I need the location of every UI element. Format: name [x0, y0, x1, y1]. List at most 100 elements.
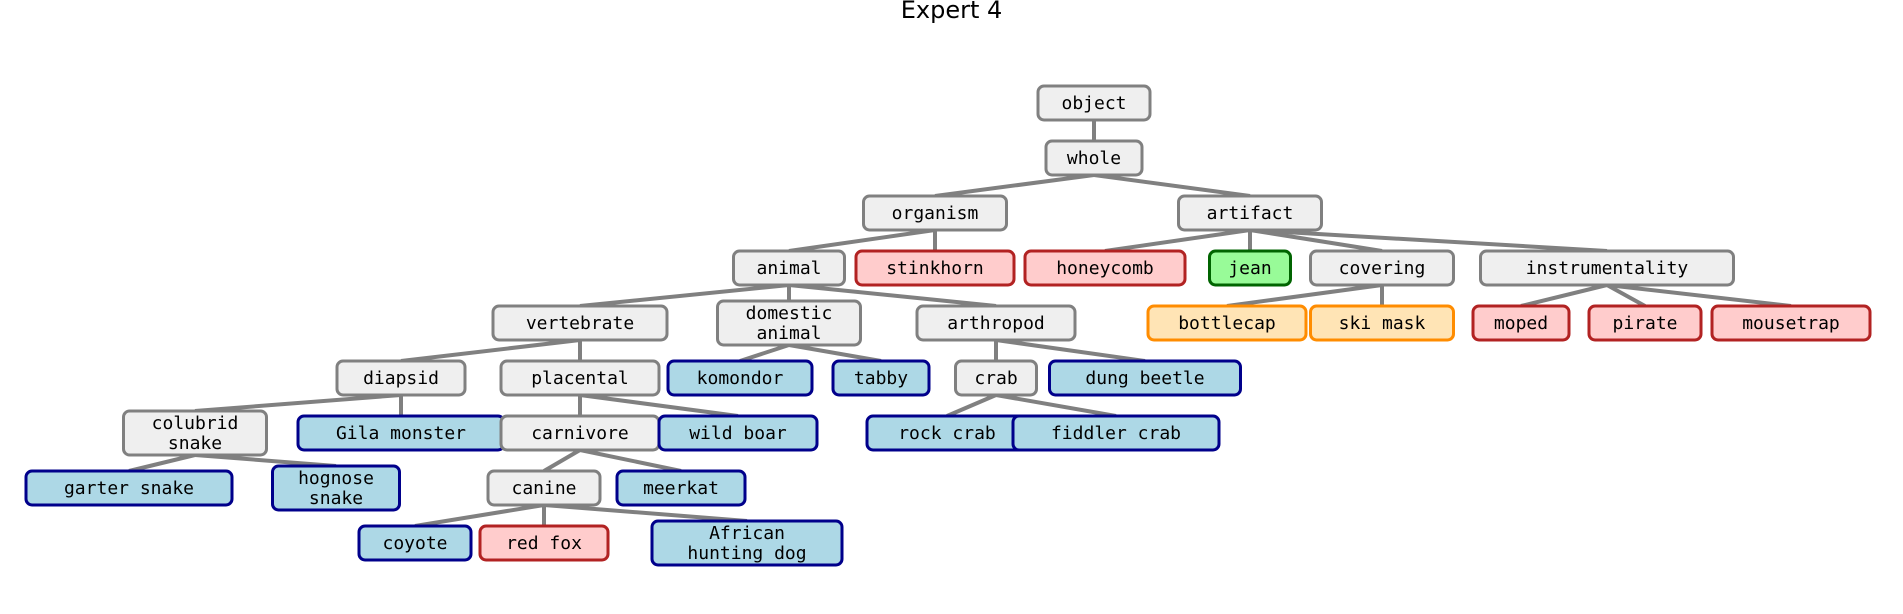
- node-label-diapsid: diapsid: [363, 368, 439, 389]
- node-label-covering: covering: [1339, 258, 1426, 279]
- tree-nodes: object whole organism artifact animal stinkho…: [24, 84, 1872, 567]
- node-label-animal: animal: [756, 258, 821, 279]
- edge-carnivore-to-meerkat: [579, 448, 682, 473]
- node-label-rock-crab: rock crab: [898, 423, 996, 444]
- node-box-object: [1036, 84, 1152, 122]
- node-organism: organism: [862, 194, 1008, 232]
- edge-carnivore-to-canine: [542, 448, 582, 473]
- node-wild-boar: wild boar: [657, 414, 819, 452]
- node-label-dung-beetle: dung beetle: [1085, 368, 1204, 389]
- node-label-carnivore: carnivore: [531, 423, 629, 444]
- node-label-stinkhorn: stinkhorn: [886, 258, 984, 279]
- node-label-canine: canine: [511, 478, 576, 499]
- node-instrumentality: instrumentality: [1479, 249, 1735, 287]
- node-object: object: [1036, 84, 1152, 122]
- node-box-garter-snake: [24, 469, 234, 507]
- node-box-mousetrap: [1710, 304, 1872, 342]
- node-pirate: pirate: [1587, 304, 1703, 342]
- node-box-artifact: [1177, 194, 1323, 232]
- edge-artifact-to-covering: [1249, 228, 1383, 253]
- node-box-domestic-animal: [716, 299, 862, 347]
- node-box-ski-mask: [1309, 304, 1455, 342]
- node-box-covering: [1309, 249, 1455, 287]
- edge-artifact-to-instrumentality: [1249, 228, 1608, 253]
- node-artifact: artifact: [1177, 194, 1323, 232]
- node-covering: covering: [1309, 249, 1455, 287]
- node-box-crab: [954, 359, 1038, 397]
- edge-whole-to-artifact: [1093, 173, 1251, 198]
- node-vertebrate: vertebrate: [491, 304, 669, 342]
- node-box-komondor: [666, 359, 814, 397]
- node-box-bottlecap: [1146, 304, 1308, 342]
- node-label-gila-monster: Gila monster: [336, 423, 466, 444]
- edge-animal-to-vertebrate: [579, 283, 790, 308]
- node-box-stinkhorn: [854, 249, 1016, 287]
- node-diapsid: diapsid: [335, 359, 467, 397]
- node-canine: canine: [486, 469, 602, 507]
- node-box-animal: [732, 249, 846, 287]
- edge-arthropod-to-dung-beetle: [995, 338, 1146, 363]
- node-box-vertebrate: [491, 304, 669, 342]
- node-box-african-hunting-dog: [650, 519, 844, 567]
- edge-whole-to-organism: [934, 173, 1095, 198]
- node-label-coyote: coyote: [382, 533, 447, 554]
- node-tabby: tabby: [831, 359, 931, 397]
- node-label-placental: placental: [531, 368, 629, 389]
- edge-colubrid-snake-to-garter-snake: [128, 453, 196, 473]
- node-bottlecap: bottlecap: [1146, 304, 1308, 342]
- node-carnivore: carnivore: [499, 414, 661, 452]
- node-box-diapsid: [335, 359, 467, 397]
- node-rock-crab: rock crab: [865, 414, 1029, 452]
- tree-edges: [128, 120, 1792, 528]
- node-arthropod: arthropod: [915, 304, 1077, 342]
- node-label-organism: organism: [892, 203, 979, 224]
- edge-canine-to-african-hunting-dog: [543, 503, 748, 523]
- node-gila-monster: Gila monster: [296, 414, 506, 452]
- node-label-fiddler-crab: fiddler crab: [1051, 423, 1181, 444]
- node-meerkat: meerkat: [615, 469, 747, 507]
- node-red-fox: red fox: [478, 524, 610, 562]
- node-box-red-fox: [478, 524, 610, 562]
- node-box-pirate: [1587, 304, 1703, 342]
- edge-domestic-animal-to-tabby: [788, 343, 882, 363]
- node-label-object: object: [1061, 93, 1126, 114]
- node-label-pirate: pirate: [1612, 313, 1677, 334]
- node-moped: moped: [1471, 304, 1571, 342]
- node-animal: animal: [732, 249, 846, 287]
- node-mousetrap: mousetrap: [1710, 304, 1872, 342]
- edge-crab-to-rock-crab: [946, 393, 997, 418]
- node-box-dung-beetle: [1048, 359, 1242, 397]
- node-label-moped: moped: [1494, 313, 1548, 334]
- edge-animal-to-arthropod: [788, 283, 997, 308]
- node-label-komondor: komondor: [697, 368, 784, 389]
- node-komondor: komondor: [666, 359, 814, 397]
- node-honeycomb: honeycomb: [1023, 249, 1187, 287]
- node-label-bottlecap: bottlecap: [1178, 313, 1276, 334]
- node-label-jean: jean: [1228, 258, 1271, 279]
- node-label-meerkat: meerkat: [643, 478, 719, 499]
- node-label-honeycomb: honeycomb: [1056, 258, 1154, 279]
- node-label-arthropod: arthropod: [947, 313, 1045, 334]
- node-label-whole: whole: [1067, 148, 1121, 169]
- node-crab: crab: [954, 359, 1038, 397]
- edge-artifact-to-honeycomb: [1104, 228, 1251, 253]
- node-label-crab: crab: [974, 368, 1017, 389]
- node-fiddler-crab: fiddler crab: [1011, 414, 1221, 452]
- edge-diapsid-to-colubrid-snake: [194, 393, 402, 413]
- node-box-arthropod: [915, 304, 1077, 342]
- node-dung-beetle: dung beetle: [1048, 359, 1242, 397]
- node-box-coyote: [357, 524, 473, 562]
- edge-instrumentality-to-moped: [1520, 283, 1608, 308]
- node-stinkhorn: stinkhorn: [854, 249, 1016, 287]
- node-box-instrumentality: [1479, 249, 1735, 287]
- edge-colubrid-snake-to-hognose-snake: [194, 453, 337, 468]
- node-box-jean: [1208, 249, 1292, 287]
